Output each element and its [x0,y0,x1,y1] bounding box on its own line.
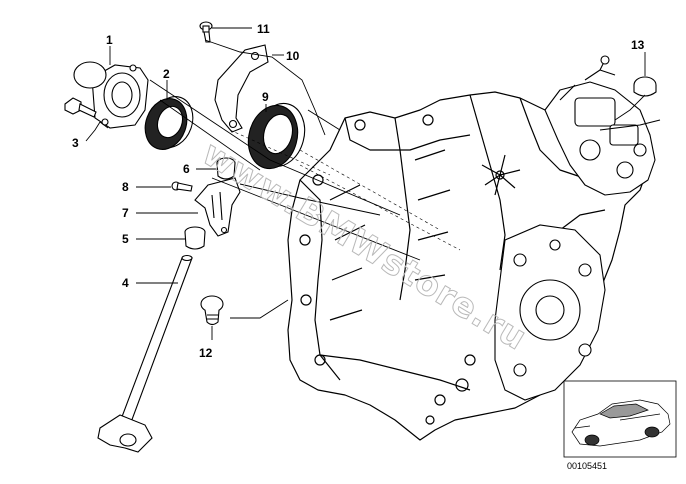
callout-7: 7 [122,206,129,220]
part-11-screw [199,21,213,43]
part-7-shift-fork [194,177,241,237]
callout-5: 5 [122,232,129,246]
callout-3: 3 [72,136,79,150]
callout-13: 13 [631,38,645,52]
dashed-alignment-lines [229,129,461,251]
callout-9: 9 [262,90,269,104]
part-1-guide-sleeve [73,61,149,129]
part-callouts: 1 2 3 4 5 6 7 8 9 10 11 12 13 [72,22,645,360]
reference-number: 00105451 [567,461,607,471]
part-5-bushing [184,226,206,250]
callout-8: 8 [122,180,129,194]
part-6-bushing [216,157,236,180]
output-flange [494,224,606,401]
part-13-plug [633,76,657,97]
part-9-radial-seal [247,102,306,170]
callout-12: 12 [199,346,213,360]
callout-1: 1 [106,33,113,47]
callout-10: 10 [286,49,300,63]
callout-4: 4 [122,276,129,290]
callout-6: 6 [183,162,190,176]
shift-mechanism [544,55,661,196]
part-12-drain-plug [200,295,224,326]
callout-2: 2 [163,67,170,81]
leader-lines [85,27,646,340]
part-2-shaft-seal [144,96,194,150]
part-3-bolt [64,97,97,118]
part-8-pin [171,181,193,192]
part-4-shift-rod [97,254,193,453]
vehicle-thumbnail [563,380,677,458]
callout-11: 11 [257,22,270,36]
